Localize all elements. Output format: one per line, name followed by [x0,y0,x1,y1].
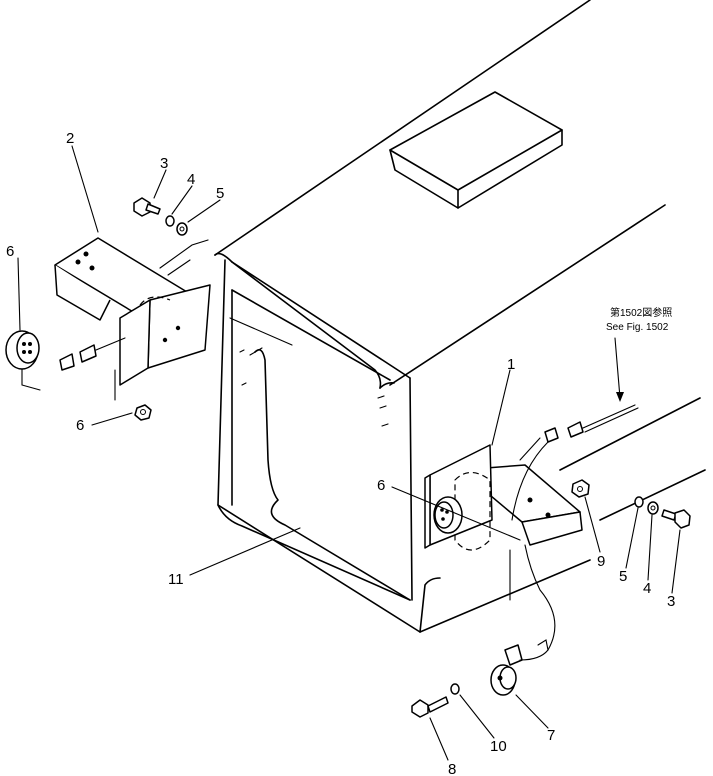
callout-5-left: 5 [216,185,224,202]
cab-body [214,0,706,633]
callout-7: 7 [547,727,555,744]
callout-8: 8 [448,761,456,776]
callout-6-lamp-left: 6 [6,243,14,260]
left-work-lamp [5,330,126,391]
callout-numbers: 2 3 4 5 6 6 1 6 9 5 4 3 11 7 10 8 [6,130,675,776]
horn [490,544,556,696]
reference-note: 第1502図参照 See Fig. 1502 [606,306,672,333]
left-hardware [133,197,188,236]
right-hardware [634,496,691,529]
left-nut [134,404,152,421]
leader-lines [17,145,681,761]
callout-4-right: 4 [643,580,651,597]
callout-9: 9 [597,553,605,570]
left-lamp-bracket [54,237,211,401]
right-nut [571,479,590,498]
callout-6-nut-left: 6 [76,417,84,434]
callout-2: 2 [66,130,74,147]
wiring-harness [229,317,411,601]
lower-hardware [411,683,460,718]
right-work-lamp [433,496,463,534]
callout-10: 10 [490,738,507,755]
reference-jp: 第1502図参照 [610,306,672,319]
callout-11: 11 [168,571,184,588]
callout-1: 1 [507,356,515,373]
callout-5-right: 5 [619,568,627,585]
callout-3-right: 3 [667,593,675,610]
callout-3-left: 3 [160,155,168,172]
reference-connectors [511,404,639,521]
reference-en: See Fig. 1502 [606,322,669,333]
callout-6-right: 6 [377,477,385,494]
callout-4-left: 4 [187,171,195,188]
